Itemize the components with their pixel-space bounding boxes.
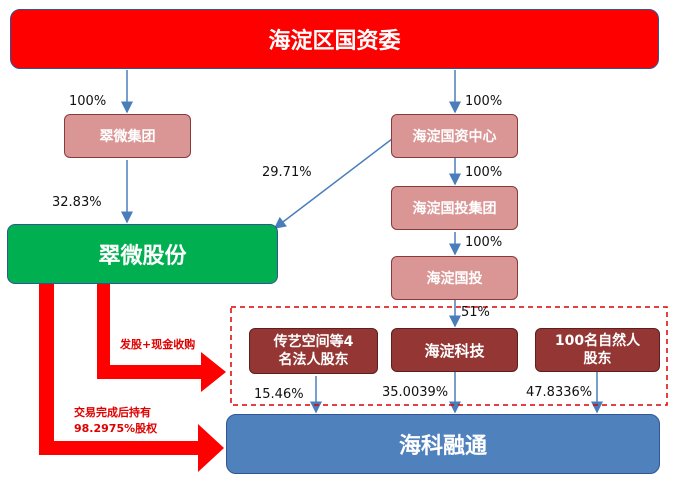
node-haidian-sasac: 海淀区国资委 (10, 9, 659, 69)
node-natural-shareholders: 100名自然人 股东 (535, 328, 660, 372)
pct-center-to-group: 100% (465, 165, 503, 180)
pct-guotou-to-tech: 51% (461, 305, 490, 320)
pct-natural: 47.8336% (526, 385, 593, 400)
node-haidian-tech: 海淀科技 (391, 328, 518, 372)
node-natural-line2: 股东 (583, 351, 612, 367)
node-haidian-tech-label: 海淀科技 (424, 341, 485, 360)
node-haidian-center: 海淀国资中心 (391, 114, 518, 158)
arrow-label-hold-line2: 98.2975%股权 (74, 422, 158, 435)
dashed-group-border (230, 306, 668, 406)
line-center-to-shares (273, 138, 393, 229)
pct-tech: 35.0039% (382, 385, 449, 400)
pct-top-left: 100% (69, 94, 107, 109)
red-arrow-hold (39, 284, 224, 472)
pct-top-right: 100% (465, 94, 503, 109)
arrow-label-hold-line1: 交易完成后持有 (74, 406, 151, 419)
node-haidian-center-label: 海淀国资中心 (412, 129, 497, 145)
node-cuiwei-shares-label: 翠微股份 (98, 244, 187, 269)
node-haidian-invest-group: 海淀国投集团 (391, 186, 518, 230)
node-chuanyi-shareholders: 传艺空间等4 名法人股东 (249, 328, 378, 374)
node-haike-rongtong: 海科融通 (226, 414, 660, 474)
node-haidian-guotou-label: 海淀国投 (426, 271, 483, 287)
pct-group-to-guotou: 100% (465, 235, 503, 250)
node-natural-line1: 100名自然人 (554, 333, 641, 349)
pct-center-to-shares: 29.71% (262, 165, 312, 180)
node-cuiwei-group-label: 翠微集团 (99, 129, 156, 145)
pct-chuanyi: 15.46% (254, 387, 304, 402)
pct-cuiwei: 32.83% (52, 195, 102, 210)
node-cuiwei-group: 翠微集团 (64, 114, 191, 158)
node-haidian-invest-group-label: 海淀国投集团 (412, 201, 497, 217)
red-arrow-issue (97, 284, 226, 392)
node-chuanyi-line1: 传艺空间等4 (273, 334, 354, 350)
arrow-label-issue: 发股+现金收购 (120, 338, 196, 351)
node-cuiwei-shares: 翠微股份 (7, 224, 278, 284)
node-haidian-sasac-label: 海淀区国资委 (268, 29, 401, 54)
node-chuanyi-line2: 名法人股东 (278, 352, 349, 368)
node-haidian-guotou: 海淀国投 (391, 256, 518, 300)
arrow-label-hold: 交易完成后持有 98.2975%股权 (74, 405, 157, 437)
node-haike-rongtong-label: 海科融通 (398, 434, 487, 459)
